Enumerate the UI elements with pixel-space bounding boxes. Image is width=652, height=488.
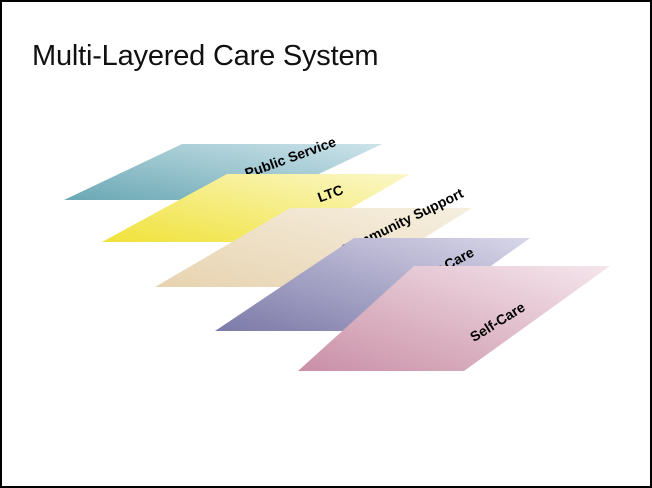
layer-ltc-plane [102, 174, 410, 242]
layer-family-care-plane [215, 238, 530, 331]
layer-self-care-plane [298, 266, 610, 371]
slide-title: Multi-Layered Care System [32, 40, 379, 72]
layer-community-support-plane [155, 208, 472, 287]
layer-ltc: LTC [102, 174, 410, 242]
layer-public-service-plane [64, 144, 382, 200]
